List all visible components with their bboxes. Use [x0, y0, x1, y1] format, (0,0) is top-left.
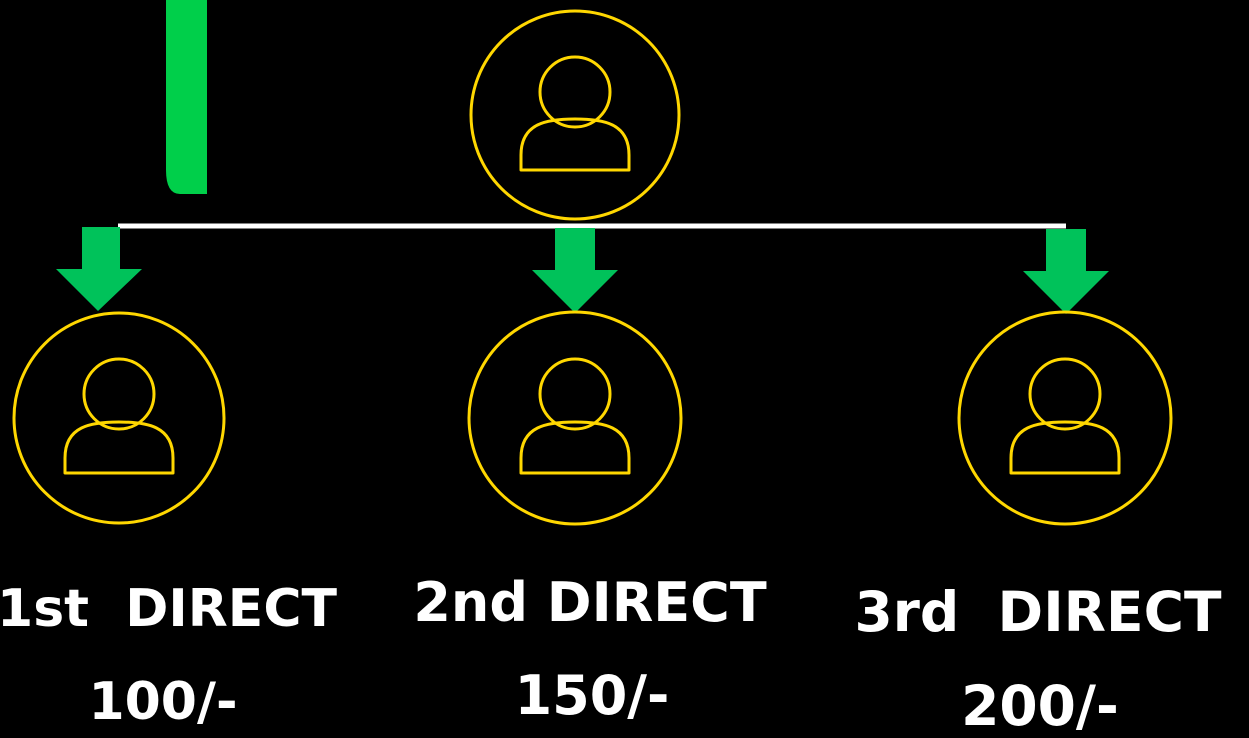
user-icon [519, 55, 631, 172]
child-node-1 [12, 311, 226, 525]
user-icon [1009, 357, 1121, 475]
child-2-title: 2nd DIRECT [413, 571, 767, 634]
child-1-title: 1st DIRECT [0, 579, 337, 639]
user-icon [63, 357, 175, 475]
child-node-2 [467, 310, 683, 526]
arrow-down-icon [56, 227, 142, 311]
green-bar [166, 0, 207, 194]
child-node-circle [957, 310, 1173, 526]
arrow-down-icon [1023, 229, 1109, 314]
child-2-amount: 150/- [514, 664, 670, 727]
user-icon [519, 357, 631, 475]
arrow-down-icon [532, 228, 618, 313]
root-node [469, 9, 681, 221]
child-node-3 [957, 310, 1173, 526]
child-1-amount: 100/- [88, 672, 238, 732]
child-node-circle [12, 311, 226, 525]
child-node-circle [467, 310, 683, 526]
root-node-circle [469, 9, 681, 221]
child-3-amount: 200/- [961, 674, 1119, 738]
child-3-title: 3rd DIRECT [854, 580, 1222, 644]
